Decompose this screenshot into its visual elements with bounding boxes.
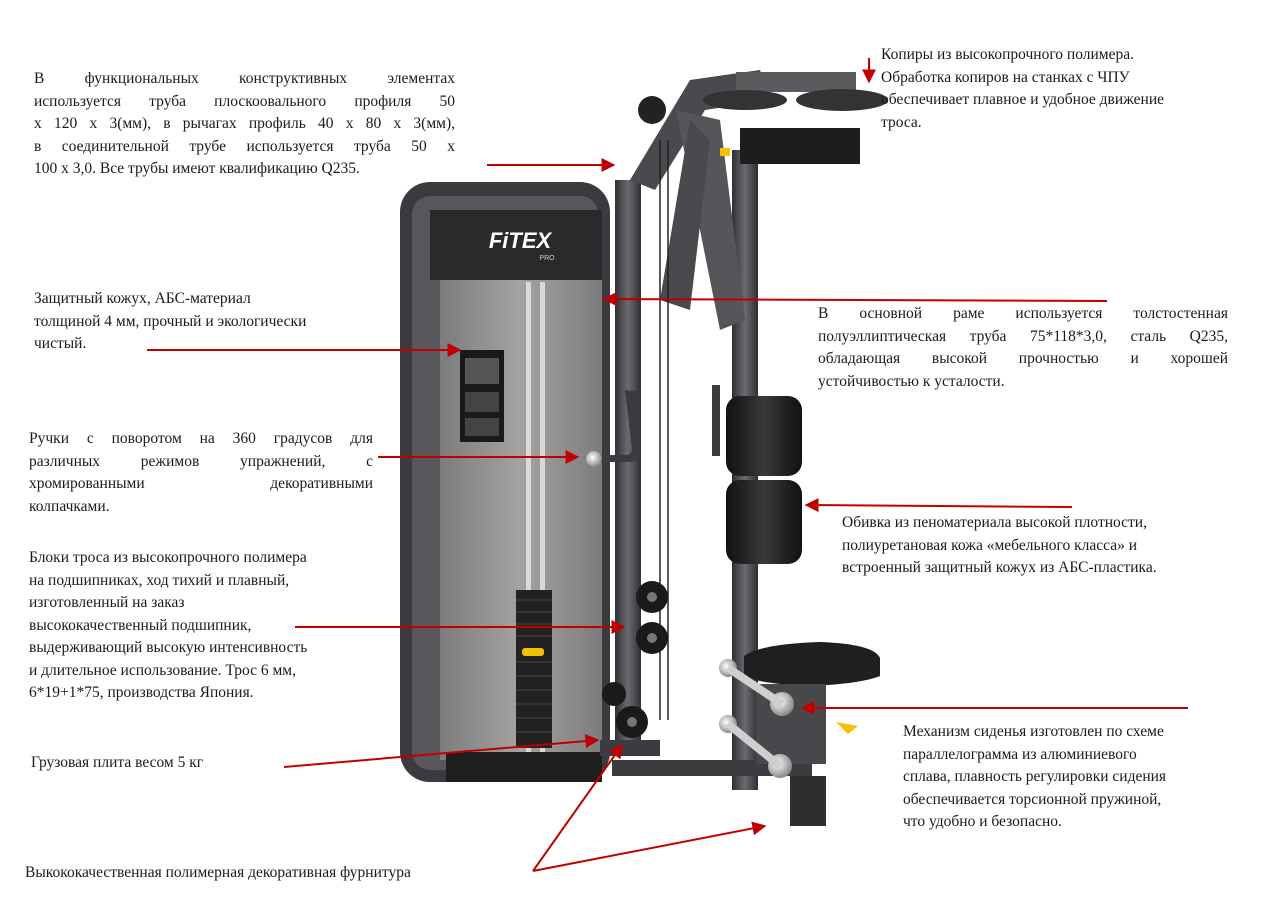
instruction-placard [460,350,504,442]
annotation-main-frame: В основной раме используется толстостенн… [818,303,1228,393]
logo-sub: PRO [539,255,555,262]
annotation-weight: Грузовая плита весом 5 кг [31,752,291,775]
copies-line: Обработка копиров на станках с ЧПУ [881,68,1130,86]
pulleys-line: 6*19+1*75, производства Япония. [29,684,254,701]
tubes-line: в соединительной трубе используется труб… [34,137,455,155]
shroud-line: Защитный кожух, АБС-материал [34,290,251,307]
handles-line: колпачками. [29,497,110,515]
copies-line: троса. [881,113,922,131]
seat-line: Механизм сиденья изготовлен по схеме [903,723,1164,740]
chrome-cap-icon [586,451,602,467]
pulleys-line: и длительное использование. Трос 6 мм, [29,661,296,679]
cable-pulleys [602,581,668,738]
seat-line: обеспечивается торсионной пружиной, [903,790,1162,808]
fittings-line: Выкококачественная полимерная декоративн… [25,864,411,881]
annotation-pulleys: Блоки троса из высокопрочного полимера н… [29,547,389,705]
upholstery-line: полиуретановая кожа «мебельного класса» … [842,536,1138,554]
tubes-line: х 120 х 3(мм), в рычагах профиль 40 х 80… [34,115,455,132]
main-frame-line: обладающая высокой прочностью и хорошей [818,350,1228,367]
annotation-seat: Механизм сиденья изготовлен по схеме пар… [903,721,1253,834]
main-frame-line: В основной раме используется толстостенн… [818,305,1228,322]
seat-line: что удобно и безопасно. [903,813,1062,830]
shroud-line: толщиной 4 мм, прочный и экологически [34,312,307,330]
main-frame-line: полуэллиптическая труба 75*118*3,0, стал… [818,327,1228,345]
pulleys-line: изготовленный на заказ [29,594,185,611]
tubes-line: В функциональных конструктивных элемента… [34,70,455,87]
annotation-handles: Ручки с поворотом на 360 градусов для ра… [29,428,373,518]
selector-pin [522,648,544,656]
pulleys-line: на подшипниках, ход тихий и плавный, [29,571,290,589]
weight-stack [516,590,552,748]
annotation-tubes: В функциональных конструктивных элемента… [34,68,455,181]
weight-line: Грузовая плита весом 5 кг [31,754,204,771]
annotation-shroud: Защитный кожух, АБС-материал толщиной 4 … [34,288,394,356]
copies-line: обеспечивает плавное и удобное движение [881,91,1165,108]
upholstery-line: встроенный защитный кожух из АБС-пластик… [842,559,1157,576]
back-pads [726,396,802,564]
pulleys-line: выдерживающий высокую интенсивность [29,639,308,656]
upholstery-line: Обивка из пеноматериала высокой плотност… [842,514,1147,531]
annotation-upholstery: Обивка из пеноматериала высокой плотност… [842,512,1242,580]
pulleys-line: высококачественный подшипник, [29,616,252,634]
arm-mechanism [638,72,888,164]
tubes-line: 100 х 3,0. Все трубы имеют квалификацию … [34,160,360,177]
shroud-line: чистый. [34,335,87,352]
annotation-copies: Копиры из высокопрочного полимера. Обраб… [881,44,1241,134]
handles-line: Ручки с поворотом на 360 градусов для [29,430,373,447]
handles-line: хромированными декоративными [29,475,373,492]
logo-text: FiTEX [489,228,553,253]
guide-rods [526,282,545,752]
seat-line: параллелограмма из алюминиевого [903,745,1137,763]
seat [719,642,880,778]
handle-arm [586,385,720,467]
copies-line: Копиры из высокопрочного полимера. [881,46,1134,63]
tubes-line: используется труба плоскоовального профи… [34,92,455,110]
main-frame-line: устойчивостью к усталости. [818,372,1005,390]
pulleys-line: Блоки троса из высокопрочного полимера [29,549,307,566]
protective-shroud [400,182,610,782]
handles-line: различных режимов упражнений, с [29,452,373,470]
seat-line: сплава, плавность регулировки сидения [903,768,1167,785]
brand-logo: FiTEX PRO [489,228,555,262]
annotation-fittings: Выкококачественная полимерная декоративн… [25,862,545,885]
